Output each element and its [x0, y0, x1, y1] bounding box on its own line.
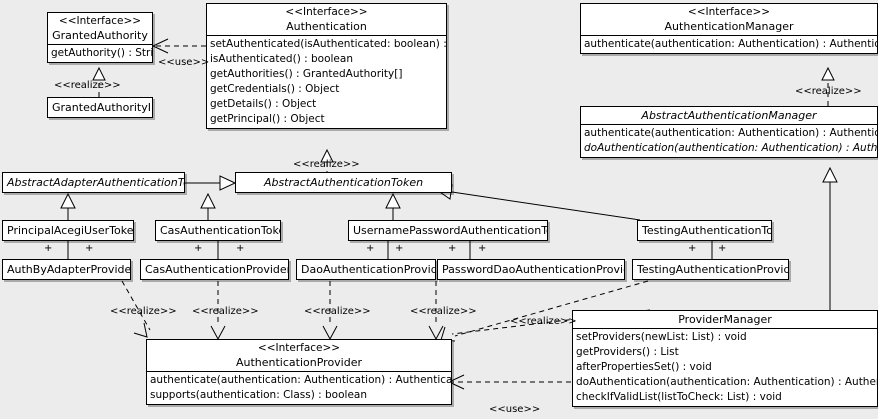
- class-name: TestingAuthenticationProvider: [637, 263, 789, 276]
- association-mark: +: [688, 243, 697, 254]
- methods-compartment: authenticate(authentication: Authenticat…: [147, 371, 451, 404]
- association-mark: +: [44, 243, 53, 254]
- class-name: TestingAuthenticationToken: [642, 224, 771, 237]
- class-username-password-authentication-token[interactable]: UsernamePasswordAuthenticationToken: [348, 220, 548, 241]
- class-authentication-provider[interactable]: <<Interface>> AuthenticationProvider aut…: [146, 339, 452, 405]
- association-mark: +: [194, 243, 203, 254]
- association-mark: +: [236, 243, 245, 254]
- class-name: UsernamePasswordAuthenticationToken: [353, 224, 547, 237]
- stereotype-label: <<Interface>>: [687, 6, 771, 18]
- method-item: supports(authentication: Class) : boolea…: [150, 389, 367, 401]
- method-item: authenticate(authentication: Authenticat…: [584, 127, 878, 139]
- class-name: AbstractAdapterAuthenticationToken: [7, 176, 184, 189]
- class-name: AbstractAuthenticationToken: [263, 176, 424, 189]
- method-item: getAuthority() : String: [51, 47, 153, 59]
- class-header: <<Interface>> AuthenticationProvider: [147, 340, 451, 371]
- class-name: PasswordDaoAuthenticationProvider: [442, 263, 625, 276]
- class-header: <<Interface>> AuthenticationManager: [581, 4, 877, 35]
- class-header: <<Interface>> Authentication: [207, 4, 446, 35]
- class-abstract-authentication-token[interactable]: AbstractAuthenticationToken: [235, 172, 452, 193]
- class-dao-authentication-provider[interactable]: DaoAuthenticationProvider: [296, 259, 436, 280]
- class-name: DaoAuthenticationProvider: [301, 263, 436, 276]
- method-item: authenticate(authentication: Authenticat…: [150, 374, 452, 386]
- method-item: setProviders(newList: List) : void: [576, 331, 747, 343]
- method-item: setAuthenticated(isAuthenticated: boolea…: [210, 38, 447, 50]
- method-item: checkIfValidList(listToCheck: List) : vo…: [576, 391, 782, 403]
- class-authentication[interactable]: <<Interface>> Authentication setAuthenti…: [206, 3, 447, 129]
- relationship-label-realize-auth-by-adapter: <<realize>>: [110, 306, 177, 317]
- association-mark: +: [448, 243, 457, 254]
- class-principal-acegi-user-token[interactable]: PrincipalAcegiUserToken: [2, 220, 134, 241]
- method-item: getProviders() : List: [576, 346, 679, 358]
- association-mark: +: [718, 243, 727, 254]
- class-name: CasAuthenticationProvider: [145, 263, 289, 276]
- methods-compartment: setProviders(newList: List) : void getPr…: [573, 328, 877, 406]
- class-name: AbstractAuthenticationManager: [641, 109, 817, 122]
- class-name: Authentication: [286, 20, 367, 33]
- class-authentication-manager[interactable]: <<Interface>> AuthenticationManager auth…: [580, 3, 878, 54]
- class-name: CasAuthenticationToken: [160, 224, 281, 237]
- relationship-label-realize-granted-authority-impl: <<realize>>: [54, 80, 121, 91]
- class-provider-manager[interactable]: ProviderManager setProviders(newList: Li…: [572, 310, 878, 407]
- class-abstract-authentication-manager[interactable]: AbstractAuthenticationManager authentica…: [580, 106, 878, 158]
- class-name: GrantedAuthorityImpl: [52, 101, 152, 114]
- class-name: ProviderManager: [678, 313, 772, 326]
- class-name: AuthenticationManager: [664, 20, 794, 33]
- method-item: getDetails() : Object: [210, 98, 317, 110]
- association-mark: +: [478, 243, 487, 254]
- class-name: AuthByAdapterProvider: [7, 263, 131, 276]
- class-header: <<Interface>> GrantedAuthority: [48, 13, 152, 44]
- methods-compartment: setAuthenticated(isAuthenticated: boolea…: [207, 35, 446, 128]
- stereotype-label: <<Interface>>: [285, 6, 368, 18]
- stereotype-label: <<Interface>>: [257, 342, 341, 354]
- relationship-label-realize-abstract-manager: <<realize>>: [795, 86, 862, 97]
- association-mark: +: [85, 243, 94, 254]
- relationship-label-use-granted-authority: <<use>>: [158, 57, 210, 68]
- method-item: afterPropertiesSet() : void: [576, 361, 712, 373]
- method-item: isAuthenticated() : boolean: [210, 53, 353, 65]
- association-mark: +: [366, 243, 375, 254]
- method-item: getPrincipal() : Object: [210, 113, 325, 125]
- class-header: AbstractAuthenticationManager: [581, 107, 877, 124]
- method-item: authenticate(authentication: Authenticat…: [584, 38, 878, 50]
- class-header: ProviderManager: [573, 311, 877, 328]
- relationship-label-realize-dao-provider: <<realize>>: [304, 306, 371, 317]
- relationship-label-realize-cas-provider: <<realize>>: [192, 306, 259, 317]
- relationship-label-realize-password-dao-provider: <<realize>>: [410, 306, 477, 317]
- stereotype-label: <<Interface>>: [58, 15, 142, 27]
- class-testing-authentication-token[interactable]: TestingAuthenticationToken: [637, 220, 772, 241]
- class-cas-authentication-token[interactable]: CasAuthenticationToken: [155, 220, 281, 241]
- class-password-dao-authentication-provider[interactable]: PasswordDaoAuthenticationProvider: [437, 259, 625, 280]
- method-item: doAuthentication(authentication: Authent…: [576, 376, 877, 388]
- association-mark: +: [395, 243, 404, 254]
- relationship-label-realize-abstract-token: <<realize>>: [293, 159, 360, 170]
- class-granted-authority[interactable]: <<Interface>> GrantedAuthority getAuthor…: [47, 12, 153, 63]
- methods-compartment: authenticate(authentication: Authenticat…: [581, 124, 877, 157]
- class-auth-by-adapter-provider[interactable]: AuthByAdapterProvider: [2, 259, 131, 280]
- class-testing-authentication-provider[interactable]: TestingAuthenticationProvider: [632, 259, 789, 280]
- class-cas-authentication-provider[interactable]: CasAuthenticationProvider: [140, 259, 289, 280]
- class-name: AuthenticationProvider: [235, 356, 363, 369]
- methods-compartment: getAuthority() : String: [48, 44, 152, 62]
- relationship-label-use-provider-manager: <<use>>: [489, 404, 541, 415]
- method-item: getCredentials() : Object: [210, 83, 340, 95]
- class-abstract-adapter-authentication-token[interactable]: AbstractAdapterAuthenticationToken: [2, 172, 185, 193]
- class-name: PrincipalAcegiUserToken: [7, 224, 134, 237]
- relationship-label-realize-provider-manager: <<realize>>: [510, 316, 577, 327]
- methods-compartment: authenticate(authentication: Authenticat…: [581, 35, 877, 53]
- class-granted-authority-impl[interactable]: GrantedAuthorityImpl: [47, 97, 153, 118]
- class-name: GrantedAuthority: [52, 29, 148, 42]
- method-item: getAuthorities() : GrantedAuthority[]: [210, 68, 403, 80]
- method-item: doAuthentication(authentication: Authent…: [584, 142, 878, 154]
